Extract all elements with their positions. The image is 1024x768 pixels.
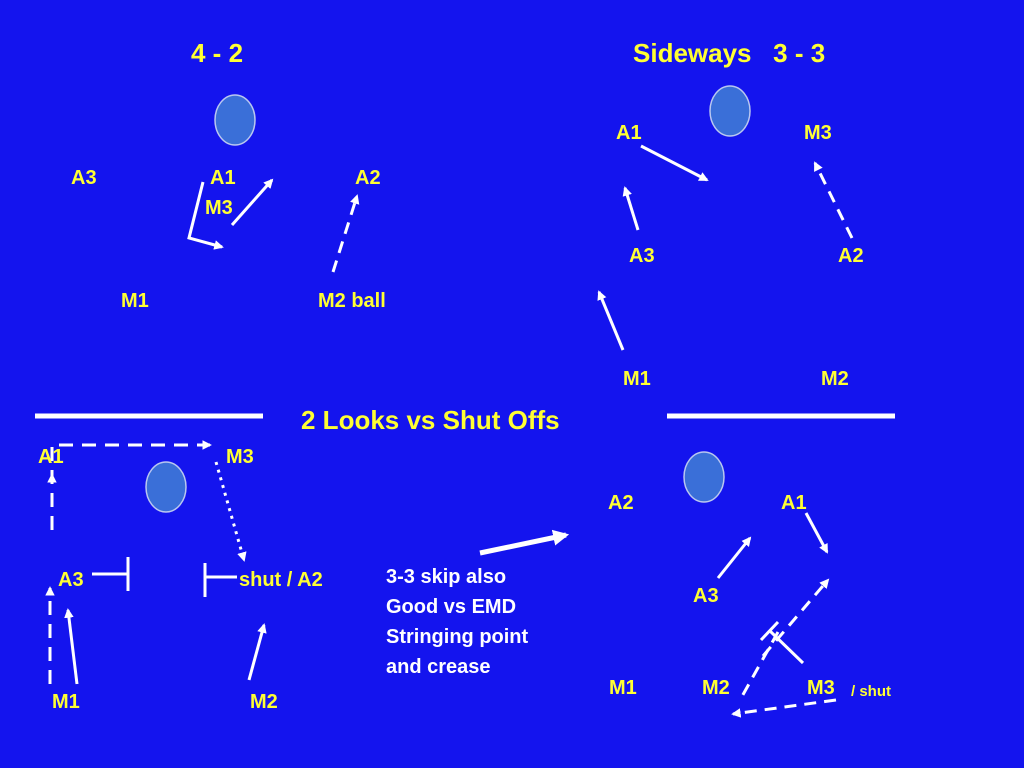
arrow-a1-cut-skip bbox=[804, 512, 829, 554]
player-a3-shut: A3 bbox=[58, 569, 84, 591]
player-m3-shut: M3 bbox=[226, 446, 254, 468]
player-a3-skip: A3 bbox=[693, 585, 719, 607]
pass-m2-down-skip bbox=[738, 631, 780, 701]
diagram-title-sideways: Sideways 3 - 3 bbox=[633, 38, 826, 68]
skip-note-line-4: and crease bbox=[386, 656, 491, 678]
player-m1-sideways: M1 bbox=[623, 368, 651, 390]
player-m1-shut: M1 bbox=[52, 691, 80, 713]
arrow-to-skip-diagram bbox=[479, 529, 570, 556]
player-shut-a2: shut / A2 bbox=[239, 569, 323, 591]
shutoff-m3-stem-skip bbox=[768, 629, 805, 665]
player-a2-sideways: A2 bbox=[838, 245, 864, 267]
player-m2-ball-4-2: M2 ball bbox=[318, 290, 386, 312]
arrow-a3-up-skip bbox=[716, 536, 752, 579]
center-title: 2 Looks vs Shut Offs bbox=[301, 405, 560, 435]
player-a1-4-2: A1 bbox=[210, 167, 236, 189]
goal-crease-sideways bbox=[709, 85, 751, 137]
pass-m3-to-m1-skip bbox=[731, 698, 837, 718]
player-a3-4-2: A3 bbox=[71, 167, 97, 189]
player-m2-sideways: M2 bbox=[821, 368, 849, 390]
player-a2-4-2: A2 bbox=[355, 167, 381, 189]
player-m2-skip: M2 bbox=[702, 677, 730, 699]
player-a1-shut: A1 bbox=[38, 446, 64, 468]
pass-m3-to-a2-shut bbox=[214, 461, 247, 562]
goal-crease-4-2 bbox=[214, 94, 256, 146]
arrow-a1-cut-4-2 bbox=[187, 181, 224, 250]
player-m2-shut: M2 bbox=[250, 691, 278, 713]
arrow-a1-cut-sideways bbox=[640, 144, 709, 182]
shutoff-m3-bar-skip bbox=[759, 620, 780, 642]
skip-note-line-1: 3-3 skip also bbox=[386, 566, 507, 588]
player-m3-shut-note-skip: / shut bbox=[851, 683, 891, 700]
diagram-title-4-2: 4 - 2 bbox=[191, 38, 244, 68]
player-a1-sideways: A1 bbox=[616, 122, 642, 144]
arrow-m3-pop-4-2 bbox=[230, 178, 274, 226]
player-a3-sideways: A3 bbox=[629, 245, 655, 267]
arrow-m1-up-sideways bbox=[597, 290, 625, 351]
player-m3-sideways: M3 bbox=[804, 122, 832, 144]
pass-m2-to-a2-4-2 bbox=[331, 194, 360, 273]
skip-note: 3-3 skip also Good vs EMD Stringing poin… bbox=[386, 562, 596, 682]
player-m3-skip: M3 bbox=[807, 677, 835, 699]
goal-crease-skip bbox=[683, 451, 725, 503]
arrow-a3-up-sideways bbox=[622, 186, 640, 231]
pass-m2-to-crease-skip bbox=[761, 578, 830, 657]
goal-crease-shut-left bbox=[145, 461, 187, 513]
player-m1-4-2: M1 bbox=[121, 290, 149, 312]
arrow-m1-up-shut bbox=[64, 608, 79, 685]
arrow-m2-up-shut bbox=[247, 623, 267, 681]
player-a1-skip: A1 bbox=[781, 492, 807, 514]
player-m1-skip: M1 bbox=[609, 677, 637, 699]
skip-note-line-2: Good vs EMD bbox=[386, 596, 517, 618]
pass-a2-to-m3-sideways bbox=[813, 161, 854, 239]
player-a2-skip: A2 bbox=[608, 492, 634, 514]
skip-note-line-3: Stringing point bbox=[386, 626, 529, 648]
player-m3-4-2: M3 bbox=[205, 197, 233, 219]
